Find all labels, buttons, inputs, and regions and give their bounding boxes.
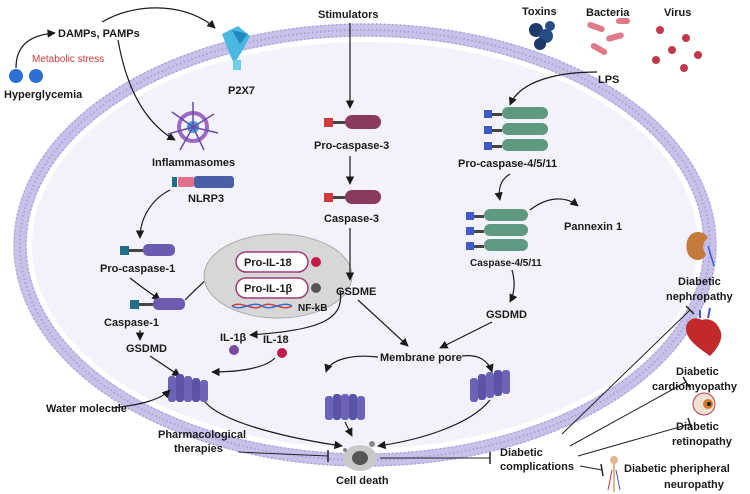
membrane-pore-center-icon [325,394,365,420]
nlrp3-icon [172,176,234,188]
virus-icon [652,26,702,72]
water-molecule-label: Water molecule [46,403,127,415]
il18-label: IL-18 [263,334,289,346]
arrow-damps-p2x7 [101,7,216,29]
nephropathy-label-line2: nephropathy [666,291,733,303]
arrow-pore-right-celldeath [377,399,491,450]
pharmacological-label-line1: Pharmacological [158,429,246,441]
neuropathy-label-line1: Diabetic pheripheral [624,463,730,475]
toxin-icon [529,21,555,50]
arrow-gsdmd-pore-left [149,355,181,377]
caspase-3-label: Caspase-3 [324,213,379,225]
eye-icon [692,392,716,416]
pro-caspase-3-icon [324,115,381,129]
arrow-pore-left-celldeath [204,401,343,450]
arrow-casp4511-gsdmd [509,269,518,303]
arrow-nlrp3-procasp1 [135,189,171,239]
inhibit-therapies-celldeath [237,451,329,457]
nlrp3-label: NLRP3 [188,193,224,205]
il1b-molecule [229,345,239,355]
gsdmd-left-label: GSDMD [126,343,167,355]
pro-il1b-label: Pro-IL-1β [244,283,293,295]
caspase-4511-icon [466,209,528,251]
arrow-casp4511-pannexin [529,197,579,211]
il18-molecule [277,348,287,358]
stimulators-label: Stimulators [318,9,379,21]
virus-label: Virus [664,7,691,19]
dead-cell-icon [343,441,377,471]
pannexin-1-label: Pannexin 1 [564,221,622,233]
nfkb-complex [203,233,353,319]
cell-death-label: Cell death [336,475,389,487]
inhibit-neuropathy [579,465,603,471]
kidney-icon [686,232,715,267]
gsdmd-right-label: GSDMD [486,309,527,321]
pro-caspase-1-label: Pro-caspase-1 [100,263,175,275]
arrow-pore-right [461,355,494,373]
pro-caspase-4511-icon [484,107,548,151]
nephropathy-label-line1: Diabetic [678,276,721,288]
hyperglycemia-molecules [9,69,43,83]
pro-il18-label: Pro-IL-18 [244,257,292,269]
inhibit-cardiomyopathy [569,381,687,447]
membrane-pore-left-icon [168,374,208,402]
pro-caspase-4511-label: Pro-caspase-4/5/11 [458,158,557,170]
lps-label: LPS [598,74,619,86]
heart-icon [685,307,722,356]
arrow-hyper-damps [15,29,56,69]
arrow-gsdme-membrane-pore [357,299,409,347]
p2x7-label: P2X7 [228,85,255,97]
arrow-il-pore [211,357,276,377]
p2x7-icon [222,26,250,70]
il1b-label: IL-1β [220,332,247,344]
inflammasome-icon [167,102,219,151]
retinopathy-label-line2: retinopathy [672,436,733,448]
cardiomyopathy-label-line1: Diabetic [676,366,719,378]
complications-label-line1: Diabetic [500,447,543,459]
hyperglycemia-label: Hyperglycemia [4,89,83,101]
pro-caspase-3-label: Pro-caspase-3 [314,140,389,152]
damps-pamps-label: DAMPs, PAMPs [58,28,140,40]
arrow-nfkb-il [249,289,342,339]
complications-label-line2: complications [500,461,574,473]
cardiomyopathy-label-line2: cardiomyopathy [652,381,738,393]
arrow-water-pore [111,389,171,409]
arrow-pore-center-celldeath [344,421,353,437]
caspase-1-icon [130,298,185,310]
metabolic-stress-label: Metabolic stress [32,54,104,65]
inflammasomes-label: Inflammasomes [152,157,235,169]
neuropathy-label-line2: neuropathy [664,479,725,491]
pro-caspase-1-icon [120,244,175,256]
arrow-damps-inflammasome [117,39,176,141]
bacteria-label: Bacteria [586,7,630,19]
caspase-4511-label: Caspase-4/5/11 [470,258,542,269]
caspase-3-icon [324,190,381,204]
inhibit-nephropathy [561,309,691,435]
inhibit-retinopathy [577,423,691,457]
nerve-icon [607,456,621,492]
arrow-gsdmd-membrane-pore [439,321,493,349]
bacteria-icon [587,18,630,55]
caspase-1-label: Caspase-1 [104,317,159,329]
membrane-pore-right-icon [470,370,510,402]
retinopathy-label-line1: Diabetic [676,421,719,433]
pharmacological-label-line2: therapies [174,443,223,455]
nfkb-label: NF-kB [298,303,327,314]
gsdme-label: GSDME [336,286,376,298]
arrow-pore-left [324,355,379,373]
toxins-label: Toxins [522,6,557,18]
membrane-pore-label: Membrane pore [380,352,462,364]
arrow-procasp4511-casp4511 [494,173,511,201]
arrow-lps-procasp4511 [508,71,598,106]
